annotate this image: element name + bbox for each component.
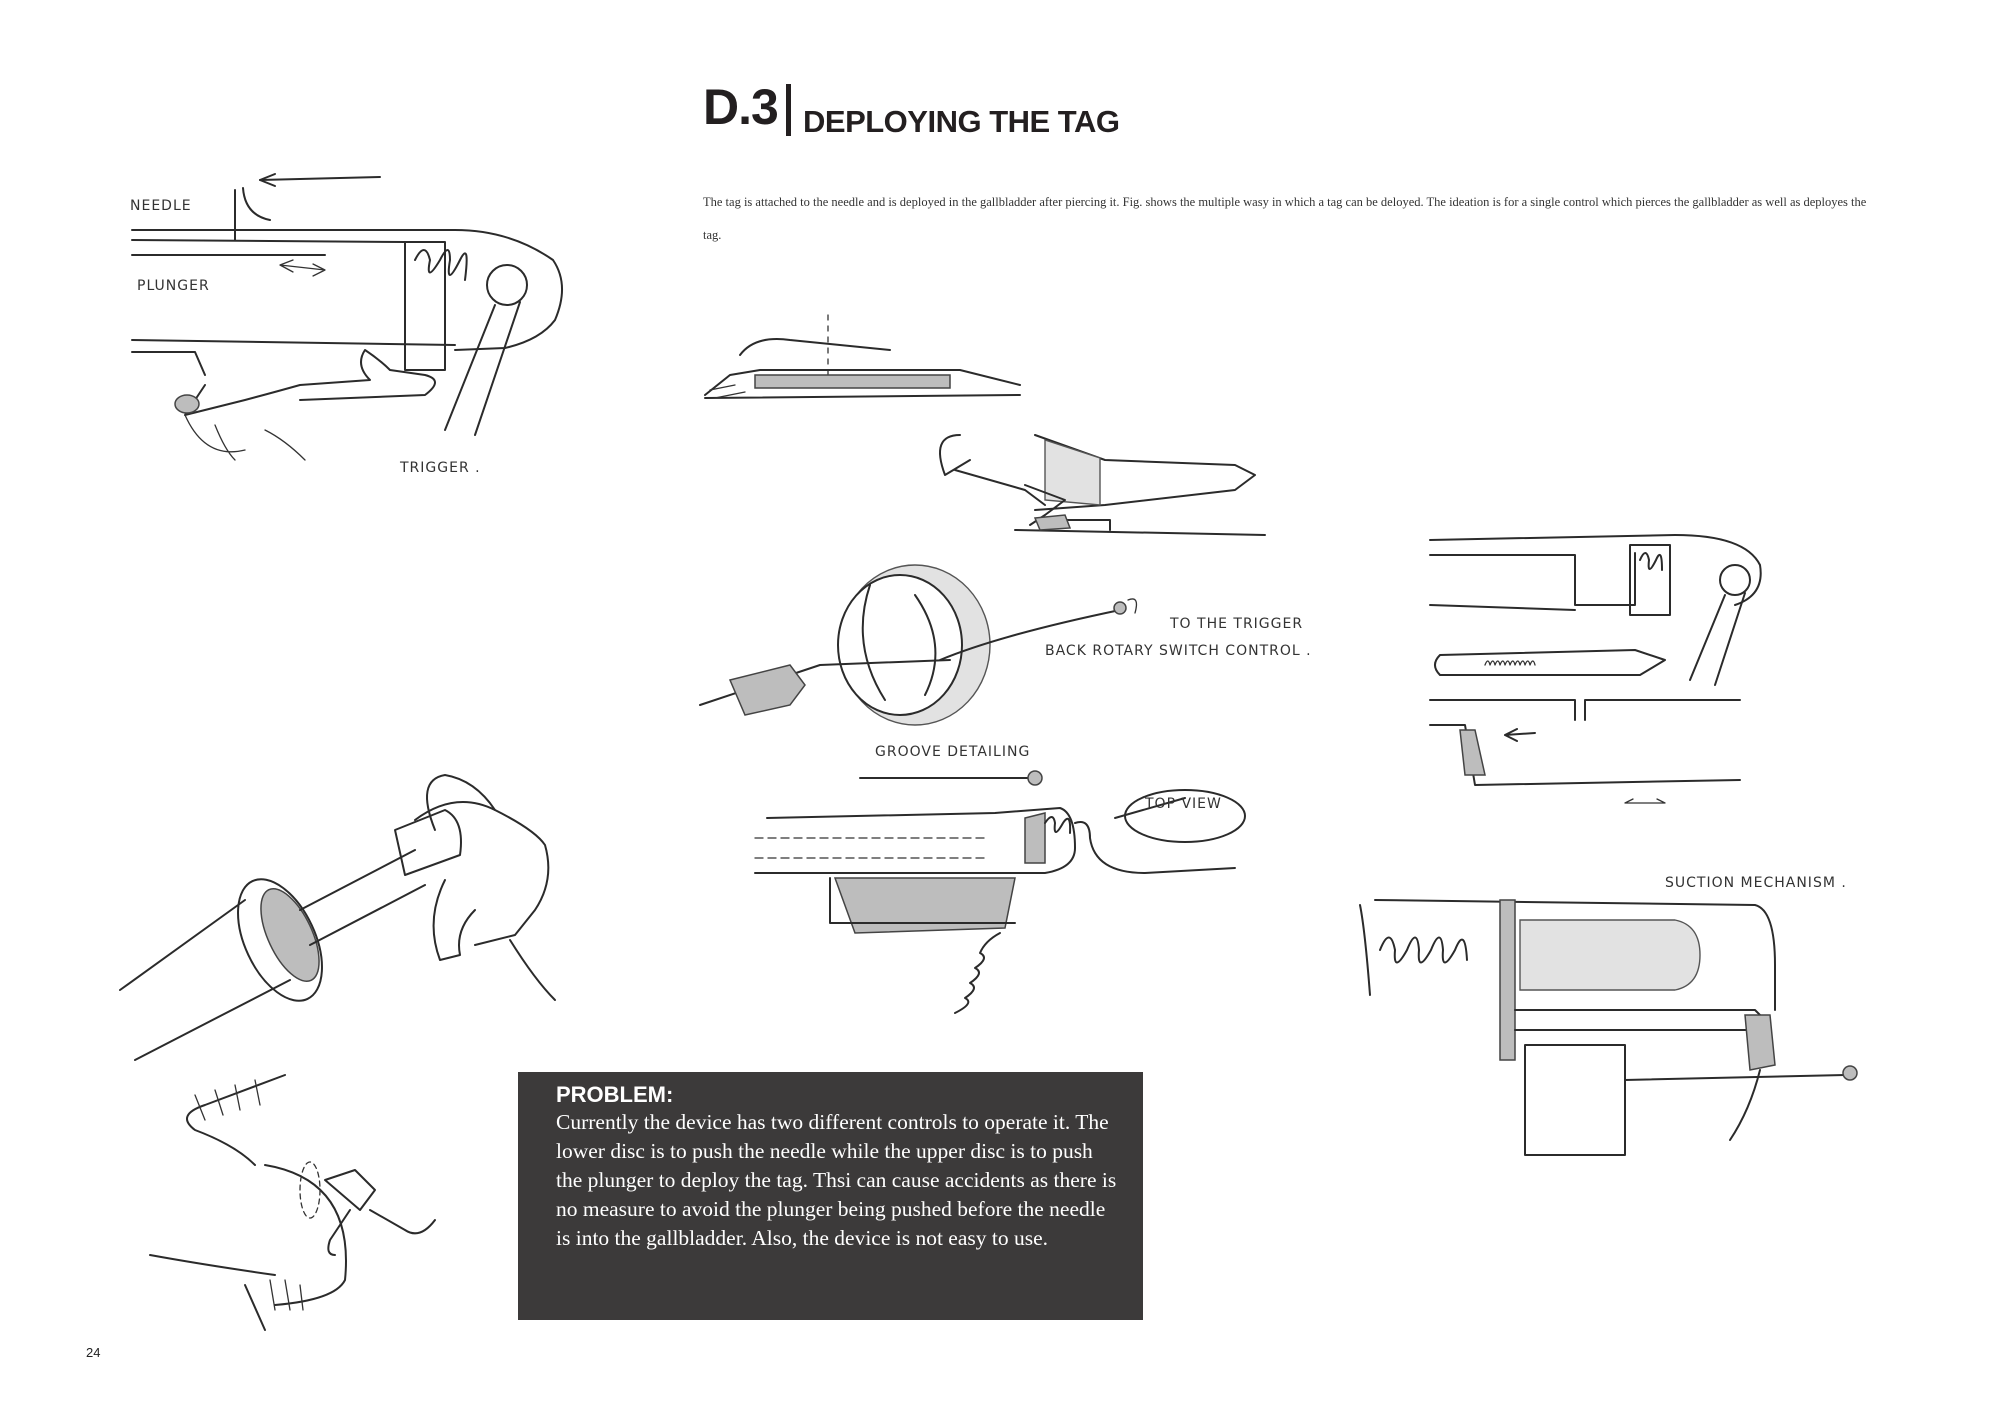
page-number: 24 (86, 1345, 101, 1360)
sketch-tag-hook (149, 1074, 436, 1331)
label-needle: NEEDLE (130, 198, 192, 214)
label-back-rotary: BACK ROTARY SWITCH CONTROL . (1045, 643, 1312, 659)
sketch-trigger-mechanism (1429, 534, 1762, 804)
sketch-hook-deploy (939, 434, 1266, 536)
sketch-needle-tip (704, 314, 1021, 399)
sketch-needle-plunger: NEEDLE PLUNGER TRIGGER . (130, 173, 564, 476)
label-suction: SUCTION MECHANISM . (1665, 875, 1847, 891)
sketch-rotary-switch: TO THE TRIGGER BACK ROTARY SWITCH CONTRO… (699, 564, 1311, 726)
sketch-groove-detailing: GROOVE DETAILING TOP VIEW (754, 744, 1246, 1014)
label-to-the-trigger: TO THE TRIGGER (1169, 616, 1303, 632)
problem-title: PROBLEM: (556, 1082, 674, 1107)
title-divider (786, 84, 791, 136)
intro-paragraph: The tag is attached to the needle and is… (703, 195, 1867, 242)
label-groove: GROOVE DETAILING (875, 744, 1030, 760)
label-plunger: PLUNGER (137, 278, 210, 294)
problem-callout: PROBLEM: Currently the device has two di… (518, 1072, 1143, 1320)
label-top-view: TOP VIEW (1144, 796, 1222, 812)
problem-text: Currently the device has two different c… (556, 1110, 1117, 1250)
sketch-suction-mechanism: SUCTION MECHANISM . (1359, 875, 1858, 1156)
page-title: DEPLOYING THE TAG (803, 104, 1120, 139)
sketch-hand-device (119, 774, 556, 1061)
label-trigger: TRIGGER . (399, 460, 481, 476)
section-code: D.3 (703, 79, 779, 135)
